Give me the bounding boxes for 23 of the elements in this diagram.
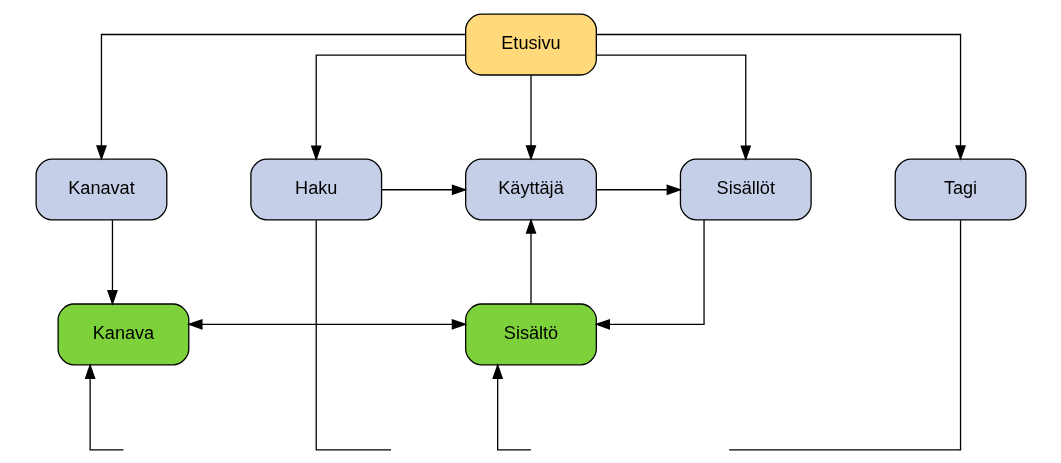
node-box: Käyttäjä [464,157,597,221]
arrow [186,318,467,330]
connector [727,219,961,450]
arrow [595,33,966,161]
arrow [595,54,751,161]
arrow [106,219,118,306]
node-box: Tagi [894,157,1027,221]
arrow [310,54,466,161]
arrow [525,74,536,161]
node-box: Sisällöt [679,157,812,221]
node-box: Kanava [56,302,189,365]
node-box: Kanavat [34,157,167,221]
arrow [491,362,532,450]
connector [315,219,392,450]
arrow [525,217,536,304]
node-box: Etusivu [464,13,597,76]
arrow [380,183,467,195]
arrow [84,362,124,450]
arrow [593,218,705,330]
node-box: Sisältö [464,302,597,365]
arrow [95,33,466,161]
node-box: Haku [249,157,382,221]
arrow [595,183,682,195]
